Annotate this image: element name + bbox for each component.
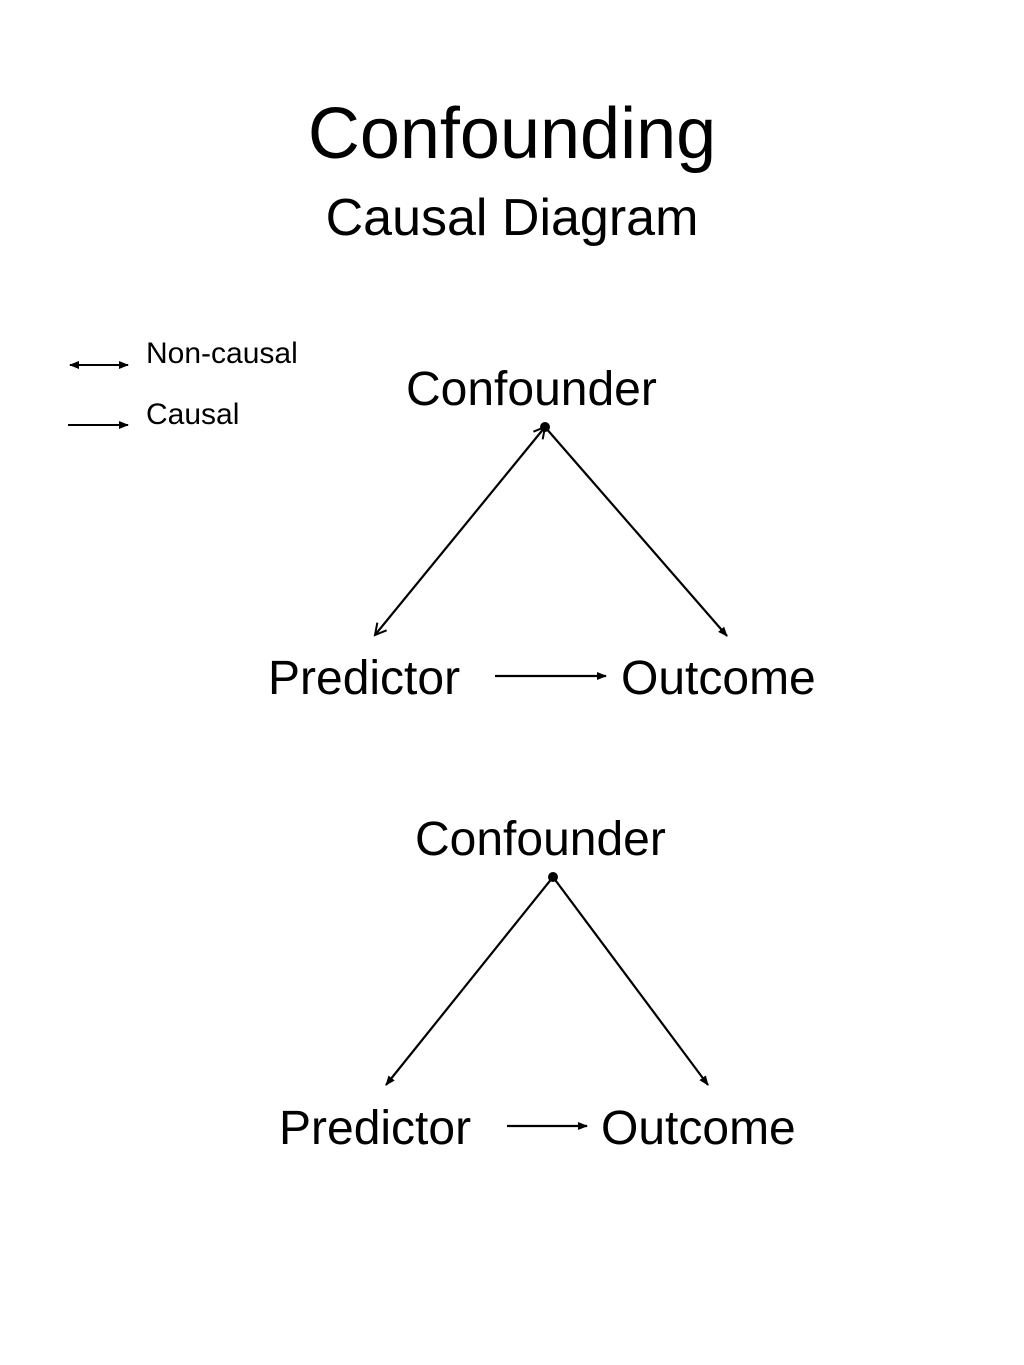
diagram-1-predictor-label: Predictor [268,652,461,705]
diagram-2 [385,872,709,1130]
diagram-1-confounder-label: Confounder [406,363,657,416]
legend-causal-label: Causal [146,398,240,431]
diagram-1-edge-confounder-predictor [375,427,545,635]
slide-subtitle: Causal Diagram [325,189,699,247]
diagram-2-confounder-label: Confounder [415,813,666,866]
diagram-2-edge-confounder-outcome [552,876,709,1086]
diagram-2-predictor-label: Predictor [279,1102,472,1155]
diagram-1-outcome-label: Outcome [621,652,816,705]
diagram-2-edge-confounder-predictor [385,876,554,1086]
legend-non-causal-label: Non-causal [146,337,298,370]
diagram-1 [375,422,728,680]
slide-title: Confounding [307,94,717,174]
diagram-2-outcome-label: Outcome [601,1102,796,1155]
diagram-1-edge-confounder-outcome [544,426,728,637]
